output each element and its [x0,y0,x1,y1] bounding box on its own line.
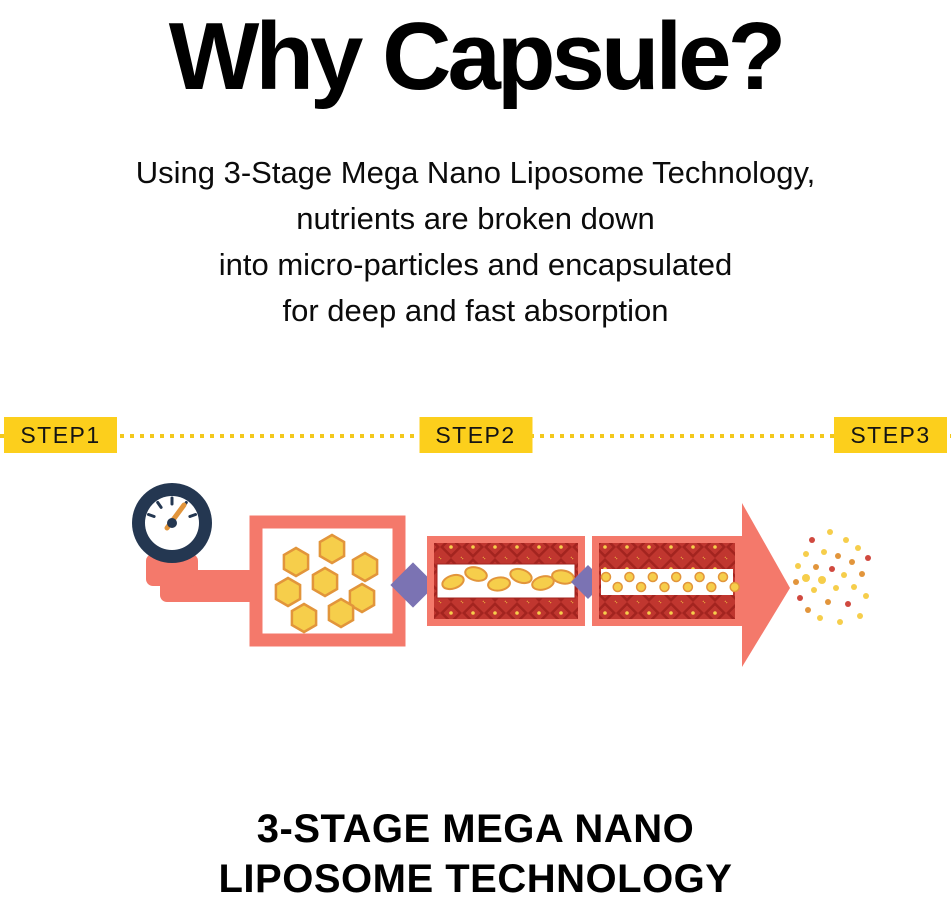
mixing-chamber [249,515,406,647]
step1-badge: STEP1 [4,417,117,453]
footer-title: 3-STAGE MEGA NANO LIPOSOME TECHNOLOGY [0,804,951,904]
subtitle-line-2: nutrients are broken down [296,201,655,236]
steps-timeline: STEP1 STEP2 STEP3 [0,417,951,455]
step3-badge: STEP3 [834,417,947,453]
subtitle-line-4: for deep and fast absorption [282,293,669,328]
subtitle-line-3: into micro-particles and encapsulated [218,247,733,282]
inlet-pipe [146,554,260,602]
micro-chamber [592,536,742,626]
footer-title-line-2: LIPOSOME TECHNOLOGY [218,857,733,901]
spray-nozzle [742,503,790,667]
nano-chamber [427,536,585,626]
process-diagram [0,470,951,710]
nutrient-hexagons [274,533,379,634]
gauge-hub [167,518,177,528]
page-title: Why Capsule? [168,3,786,110]
footer-title-line-1: 3-STAGE MEGA NANO [256,807,695,851]
process-diagram-graphic [132,483,871,667]
spray-particles [793,529,871,625]
nano-particle-blobs [441,566,575,592]
pressure-gauge-icon [132,483,212,563]
micro-particle-dots [600,571,740,593]
step2-badge: STEP2 [419,417,532,453]
subtitle-line-1: Using 3-Stage Mega Nano Liposome Technol… [135,155,816,190]
subtitle-text: Using 3-Stage Mega Nano Liposome Technol… [0,150,951,334]
